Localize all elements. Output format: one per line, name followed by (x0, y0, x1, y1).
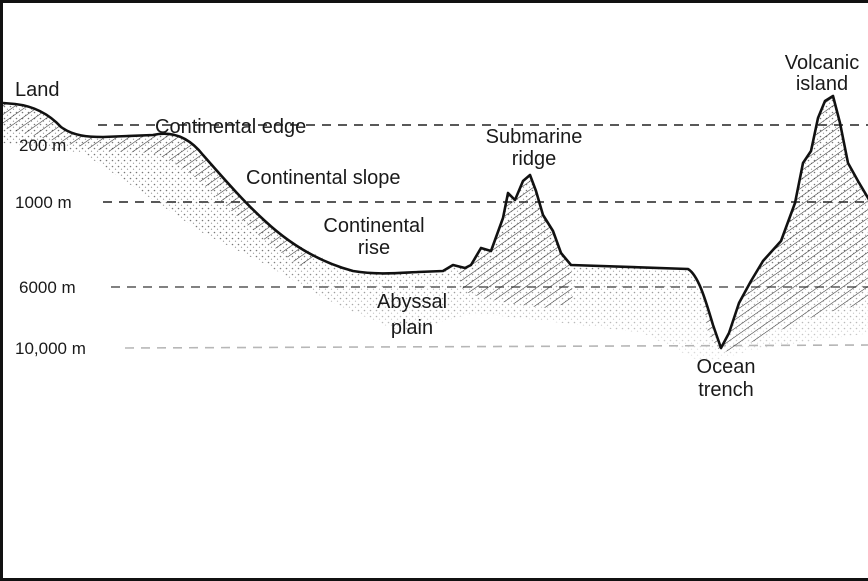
sediment-fade (3, 253, 868, 393)
depth-label-10000: 10,000 m (15, 339, 86, 358)
trench-hatch (703, 96, 868, 353)
label-volcanic-island-2: island (796, 73, 848, 95)
shelf-hatch (3, 103, 323, 268)
label-ocean-trench-2: trench (698, 379, 754, 401)
label-continental-edge: Continental edge (155, 116, 306, 138)
depth-labels: 200 m 1000 m 6000 m 10,000 m (15, 136, 86, 358)
label-submarine-ridge-1: Submarine (486, 126, 583, 148)
depth-label-200: 200 m (19, 136, 66, 155)
label-abyssal-plain-1: Abyssal (377, 291, 447, 313)
depth-label-1000: 1000 m (15, 193, 72, 212)
label-continental-slope: Continental slope (246, 167, 401, 189)
label-continental-rise-1: Continental (323, 215, 424, 237)
label-continental-rise-2: rise (358, 237, 390, 259)
seafloor-profile (3, 94, 868, 350)
label-submarine-ridge-2: ridge (512, 148, 556, 170)
feature-labels: Land Continental edge Continental slope … (15, 52, 859, 401)
hatched-landforms (3, 96, 868, 353)
depth-label-6000: 6000 m (19, 278, 76, 297)
label-land: Land (15, 79, 60, 101)
label-ocean-trench-1: Ocean (697, 356, 756, 378)
ocean-floor-svg: 200 m 1000 m 6000 m 10,000 m Land Contin… (3, 52, 868, 401)
label-abyssal-plain-2: plain (391, 317, 433, 339)
label-volcanic-island-1: Volcanic (785, 52, 860, 74)
ridge-hatch (458, 175, 573, 308)
